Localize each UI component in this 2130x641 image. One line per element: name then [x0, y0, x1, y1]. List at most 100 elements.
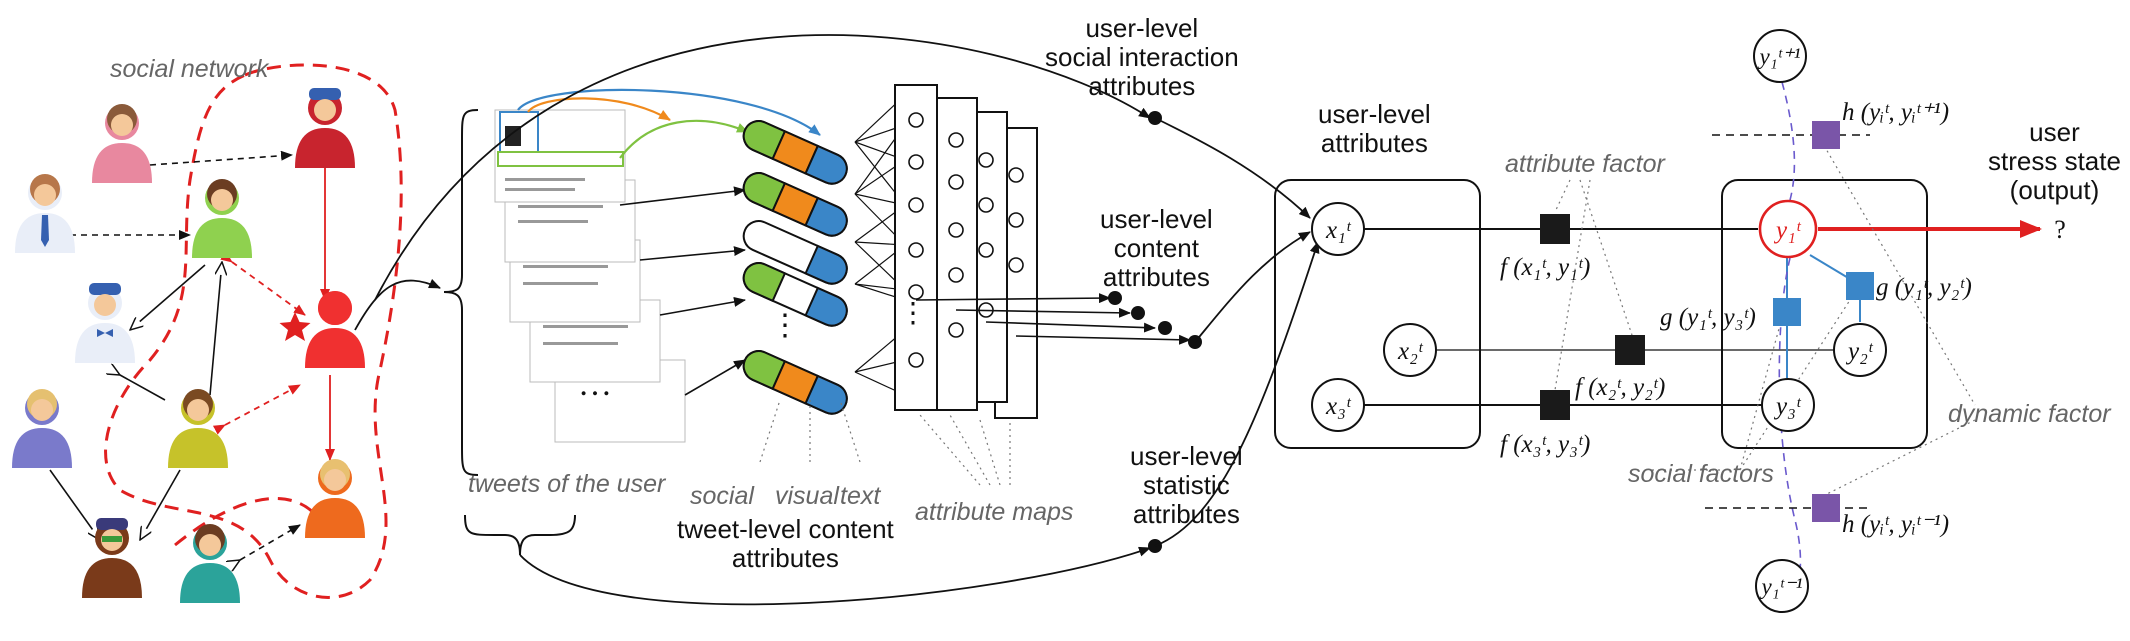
output-question: ? [2054, 215, 2066, 244]
ul-stat-label: user-level statistic attributes [1130, 441, 1243, 530]
output-line2: stress state [1988, 146, 2121, 177]
person-icon [295, 88, 355, 168]
factor-h-prev [1812, 494, 1840, 522]
person-icon [92, 104, 152, 183]
social-edge [240, 524, 300, 560]
ul-stat-line3: attributes [1132, 499, 1240, 530]
social-edge [49, 469, 100, 540]
ul-stat-line1: user-level [1130, 441, 1243, 471]
output-label: user stress state (output) [1988, 117, 2121, 206]
tweets-brace [443, 109, 479, 476]
person-icon [75, 283, 135, 363]
tweet-cards [494, 109, 686, 443]
statistic-arrow [519, 546, 1151, 606]
attribute-box [1274, 179, 1481, 449]
ul-social-line2: social interaction [1045, 42, 1239, 73]
ul-content-line1: user-level [1100, 204, 1213, 234]
person-icon [305, 459, 365, 538]
social-network-boundary [104, 63, 403, 599]
node-y3 [1761, 378, 1815, 432]
tweet-ellipsis: … [578, 366, 612, 403]
factor-f2 [1615, 335, 1645, 365]
person-icon [192, 179, 252, 258]
factor-f1 [1540, 214, 1570, 244]
map-vdots: ⋮ [899, 298, 927, 329]
tweet-arrow [639, 246, 746, 261]
x2-label: x₂ᵗ [1397, 338, 1424, 365]
user-to-tweets-arrow [354, 278, 441, 331]
tweet-arrow [659, 296, 746, 316]
node-y1-next [1753, 29, 1807, 83]
social-interaction-arrow [374, 34, 1151, 301]
y1-label: y₁ᵗ [1773, 217, 1802, 244]
f2-label: f (x₂ᵗ, y₂ᵗ) [1575, 374, 1665, 401]
star-icon [279, 312, 311, 341]
visual-feature-arrow [527, 97, 671, 121]
content-to-x1-arrow [1194, 231, 1311, 343]
ul-social-line3: attributes [1088, 71, 1196, 102]
x3-label: x₃ᵗ [1325, 393, 1352, 420]
h-prev-label: h (yᵢᵗ, yᵢᵗ⁻¹) [1842, 511, 1949, 538]
factor-g13 [1773, 298, 1801, 326]
text-feature-label: text [840, 482, 881, 510]
node-x3 [1311, 378, 1365, 432]
node-x1 [1311, 202, 1365, 256]
ul-attr-line2: attributes [1320, 128, 1428, 159]
person-icon [180, 524, 240, 603]
ul-social-label: user-level social interaction attributes [1045, 13, 1239, 102]
tweet-level-line2: attributes [731, 543, 839, 574]
social-network-boundary-lower [174, 497, 322, 547]
dynamic-factor-label: dynamic factor [1948, 400, 2111, 428]
g12-label: g (y₁ᵗ, y₂ᵗ) [1876, 274, 1972, 301]
ul-stat-line2: statistic [1143, 470, 1230, 501]
node-y1 [1758, 199, 1818, 259]
social-edge [212, 384, 301, 435]
output-line3: (output) [2009, 175, 2100, 206]
f3-label: f (x₃ᵗ, y₃ᵗ) [1500, 431, 1590, 458]
map-to-pool-arrows [915, 293, 1191, 345]
person-icon [168, 389, 228, 468]
f1-label: f (x₁ᵗ, y₁ᵗ) [1500, 254, 1590, 281]
social-network-label: social network [110, 55, 269, 83]
social-factors-label: social factors [1628, 460, 1774, 488]
person-icon [82, 518, 142, 598]
person-icon [15, 174, 75, 253]
node-y2 [1833, 323, 1887, 377]
annotation-lines [759, 399, 1011, 486]
social-edge [130, 264, 206, 330]
statistic-to-x1-arrow [1154, 241, 1320, 547]
social-to-x1-arrow [1154, 117, 1311, 219]
tweet-level-capsules [742, 120, 848, 415]
ul-attr-label: user-level attributes [1318, 99, 1431, 159]
y1-next-label: y₁ᵗ⁺¹ [1757, 44, 1800, 69]
y1-prev-label: y₁ᵗ⁻¹ [1759, 574, 1802, 599]
factor-pointer-lines [1554, 129, 1976, 501]
visual-feature-label: visual [775, 482, 839, 510]
ul-content-line3: attributes [1102, 262, 1210, 293]
ul-content-line2: content [1113, 233, 1199, 264]
tweets-of-user-label: tweets of the user [468, 470, 666, 498]
social-edge [120, 375, 166, 401]
state-box [1721, 179, 1928, 449]
factor-g12 [1846, 272, 1874, 300]
attribute-maps [894, 84, 1038, 419]
tweet-level-label: tweet-level content attributes [677, 514, 894, 574]
attribute-factor-label: attribute factor [1505, 150, 1665, 178]
h-next-label: h (yᵢᵗ, yᵢᵗ⁺¹) [1842, 99, 1949, 126]
tweets-bottom-brace [464, 514, 576, 556]
capsule-vdots: ⋮ [770, 309, 800, 342]
node-y1-prev [1755, 559, 1809, 613]
ul-social-line1: user-level [1085, 13, 1199, 43]
attribute-map-nodes [908, 112, 1024, 368]
dynamic-chain [1778, 81, 1802, 601]
attribute-maps-label: attribute maps [915, 498, 1074, 526]
text-feature-arrow [517, 88, 821, 136]
g13-label: g (y₁ᵗ, y₃ᵗ) [1660, 304, 1756, 331]
social-feature-arrow [619, 119, 749, 159]
tweet-arrow [684, 359, 746, 396]
tweet-arrow [619, 186, 746, 206]
factor-h-next [1812, 121, 1840, 149]
ul-content-label: user-level content attributes [1100, 204, 1213, 293]
